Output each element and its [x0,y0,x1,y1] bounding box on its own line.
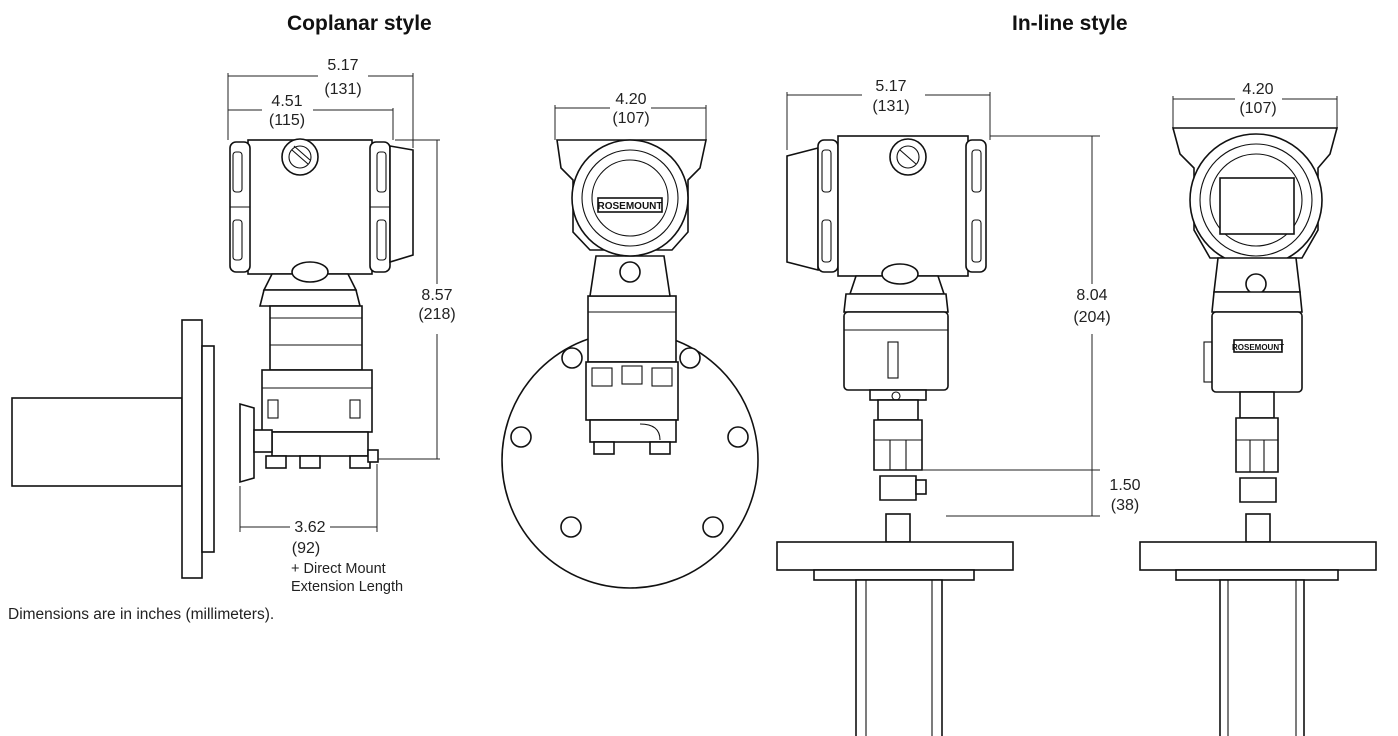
inline-front-view: 4.20 (107) ROSEMOUNT [1139,81,1377,736]
cop-front-width-in: 4.20 [615,91,646,108]
cop-height-mm: (218) [418,306,455,323]
inl-height-in: 8.04 [1076,287,1107,304]
inl-side-width-mm: (131) [872,98,909,115]
inl-side-width-in: 5.17 [875,78,906,95]
cop-side-width-mm: (131) [324,81,361,98]
cop-ext-note-2: Extension Length [291,579,403,595]
coplanar-front-view: 4.20 (107) ROSEMOUNT [501,91,759,589]
inl-lower-in: 1.50 [1109,477,1140,494]
cop-ext-mm: (92) [292,540,320,557]
cop-front-width-mm: (107) [612,110,649,127]
inline-style-heading: In-line style [1012,12,1128,35]
inl-front-brand-mark: ROSEMOUNT [1232,343,1284,352]
units-note: Dimensions are in inches (millimeters). [8,606,275,623]
inl-front-width-mm: (107) [1239,100,1276,117]
cop-height-in: 8.57 [421,287,452,304]
cop-side-inner-in: 4.51 [271,93,302,110]
inline-side-view: 5.17 (131) [776,78,1141,736]
inl-front-width-in: 4.20 [1242,81,1273,98]
cop-ext-note-1: + Direct Mount [291,561,386,577]
coplanar-side-view: 5.17 (131) 4.51 (115) [11,57,456,595]
cop-ext-in: 3.62 [294,519,325,536]
inl-lower-mm: (38) [1111,497,1139,514]
coplanar-style-heading: Coplanar style [287,12,432,35]
cop-side-inner-mm: (115) [269,112,305,129]
cop-side-width-in: 5.17 [327,57,358,74]
cop-front-brand-mark: ROSEMOUNT [598,201,663,212]
inl-height-mm: (204) [1073,309,1110,326]
